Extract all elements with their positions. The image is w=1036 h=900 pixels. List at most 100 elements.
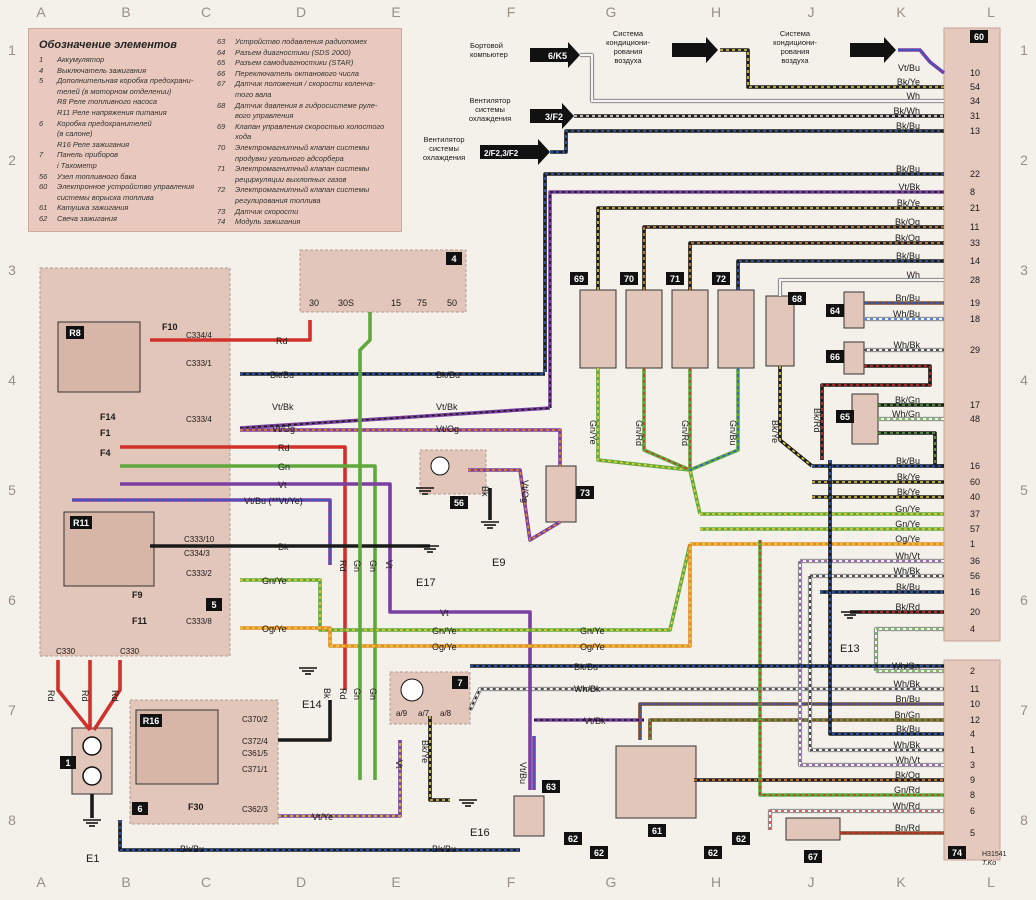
ignition-terminal-label: 30S [338,298,354,308]
legend-left-text: Панель приборов [57,150,119,160]
fusebox-5-connector-label: C333/4 [186,415,212,424]
module-74-pin-number: 3 [970,760,975,770]
legend-right-text: Электромагнитный клапан системы [235,143,370,152]
legend-left-text: R11 Реле напряжения питания [57,108,167,117]
module-74-pin-number: 6 [970,806,975,816]
grid-column-F-bottom: F [506,874,516,890]
wire-4-stripe [875,628,944,671]
wire-label-left: Og/Ye [432,642,457,652]
grid-column-B-bottom: B [121,874,131,890]
bkrd-wire-label: Bk/Rd [812,408,822,433]
wire-vtye-base [278,740,402,818]
module-60-pin-number: 33 [970,238,980,248]
legend-left-text: Свеча зажигания [57,214,118,223]
wire-gnbu-72-stripe [689,368,739,471]
module-74-pin-wire-label: Bk/Bu [896,724,920,734]
legend-left-num: 5 [39,76,44,86]
module-74-pin-wire-label: Wh/Rd [892,801,920,811]
component-66-number: 66 [830,352,840,362]
legend-left-num: 56 [39,171,48,181]
legend-right-num: 70 [217,143,226,152]
legend-title: Обозначение элементов [39,39,177,51]
module-60-pin-wire-label: Vt/Bk [898,182,920,192]
grid-column-A-bottom: A [36,874,46,890]
legend-right-num: 64 [217,47,226,57]
wire-22-stripe [544,173,944,372]
wire-label-left: Vt/Ye [312,812,333,822]
component-69-number: 69 [574,274,584,284]
wire-label-left: Vt [278,480,287,490]
module-60-pin-number: 14 [970,256,980,266]
wire-bkye-gauge-base [428,716,450,802]
board-computer-label: компьютер [470,50,508,59]
component-56-number: 56 [454,498,464,508]
vtbu-vertical-label: Vt/Bu [518,762,528,784]
wire-11-stripe [643,226,944,290]
module-60-pin-wire-label: Wh/Bk [893,340,920,350]
module-74-pin-wire-label: Wh/Bk [893,679,920,689]
wire-74-8-stripe [759,540,944,796]
module-60-pin-number: 16 [970,461,980,471]
gn2-vertical-label: Gn [368,560,378,572]
legend-left-text: i Тахометр [57,161,97,170]
component-7-badge [452,676,468,689]
component-73-number: 73 [580,488,590,498]
grid-row-2-right: 2 [1020,152,1028,168]
module-60-pin-number: 54 [970,82,980,92]
component-70-badge [620,272,638,285]
module-74-pin-wire-label: Wh/Bk [893,740,920,750]
sensor-67-box [785,817,841,841]
grid-row-8-right: 8 [1020,812,1028,828]
coil-61-box [615,745,697,819]
wire-gnrd-70-stripe [643,368,691,471]
grid-column-G-top: G [605,4,617,20]
valve-72-box [717,289,755,369]
fusebox-6-connector-label: C371/1 [242,765,268,774]
label-group: 10Vt/Bu54Bk/Ye34Wh31Bk/Wh13Bk/Bu22Bk/Bu8… [46,29,988,865]
module-60-pin-number: 37 [970,509,980,519]
ground-label: E14 [302,699,322,711]
module-60-pin-wire-label: Gn/Ye [895,519,920,529]
module-60-pin-number: 8 [970,187,975,197]
battery-positive-icon [82,736,102,756]
wire-label-left: Bk/Bu [574,662,598,672]
bk-vertical-label: Bk [322,688,332,699]
fan-label-1: охлаждения [469,114,511,123]
legend-right-num: 74 [217,217,226,227]
component-67-badge [804,850,822,863]
sensor-73-box [545,465,577,523]
wire-vt-d-base [120,482,532,790]
module-60-pin-wire-label: Bk/Gn [895,395,920,405]
legend-right-text: Разъем самодиагностики (STAR) [235,58,354,68]
module-60-pin-wire-label: Wh/Gn [892,409,920,419]
fusebox-5-bottom-connector: C330 [120,647,140,656]
component-62-d-badge [732,832,750,845]
wire-13-base [550,129,944,154]
fusebox-5-connector-label: C333/10 [184,535,215,544]
battery-negative-icon [82,766,102,786]
valve-71-wire-label: Gn/Rd [680,420,690,446]
ground-symbol-E9 [481,521,499,529]
legend-left-text: Аккумулятор [57,55,105,64]
component-65-badge [836,410,854,423]
connector-arrow-3f2 [530,103,574,129]
module-60-pin-wire-label: Bk/Og [895,233,920,243]
module-60-pin-wire-label: Bn/Bu [895,293,920,303]
module-60-pin-number: 17 [970,400,980,410]
legend-right-text: регулирования топлива [235,196,321,205]
ignition-terminal-label: 30 [309,298,319,308]
relay-r11-number: R11 [73,518,89,528]
wire-label-left: Gn/Ye [262,576,287,586]
wire-34-fill [580,53,944,103]
legend-right-num: 63 [217,37,226,46]
wire-74-4-stripe [829,460,944,735]
legend-right-text: Устройство подавления радиопомех [235,37,367,46]
module-60-pin-wire-label: Bk/Ye [897,77,920,87]
grid-column-C-bottom: C [200,874,212,890]
legend-right-num: 72 [217,185,226,195]
module-60-pin-number: 21 [970,203,980,213]
legend-right-text: Датчик скорости [235,206,299,216]
legend-left-num: 7 [39,150,44,160]
legend-right-text: Датчик давления в гидросистеме руле- [235,100,378,110]
module-74-badge [948,846,966,859]
